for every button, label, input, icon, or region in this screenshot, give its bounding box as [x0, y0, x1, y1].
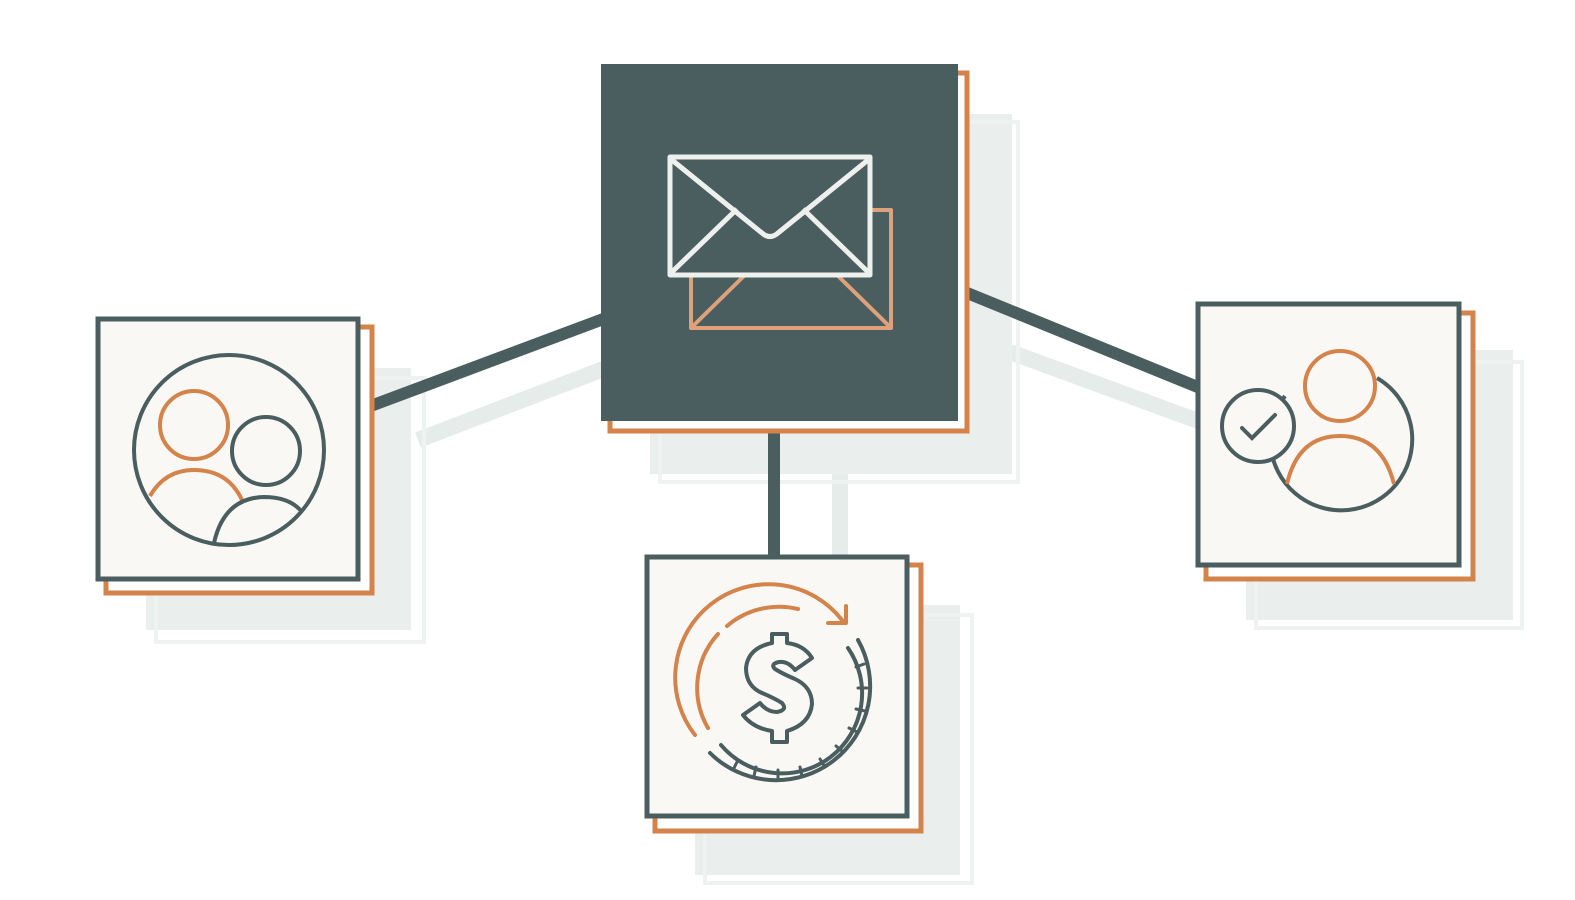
check-icon: [1240, 413, 1277, 441]
connector-right: [952, 282, 1203, 394]
users-group-icon: [132, 353, 326, 547]
envelope-icon: [667, 154, 893, 330]
connectors: [357, 282, 1203, 558]
connector-left: [357, 312, 609, 416]
left-node: [95, 316, 375, 596]
left-node-card: [95, 316, 361, 582]
verified-user-icon: [1220, 349, 1415, 513]
center-node: [601, 64, 970, 434]
dollar-coin-refresh-icon: [673, 582, 873, 783]
bottom-node: [644, 554, 924, 834]
right-node: [1195, 301, 1476, 582]
